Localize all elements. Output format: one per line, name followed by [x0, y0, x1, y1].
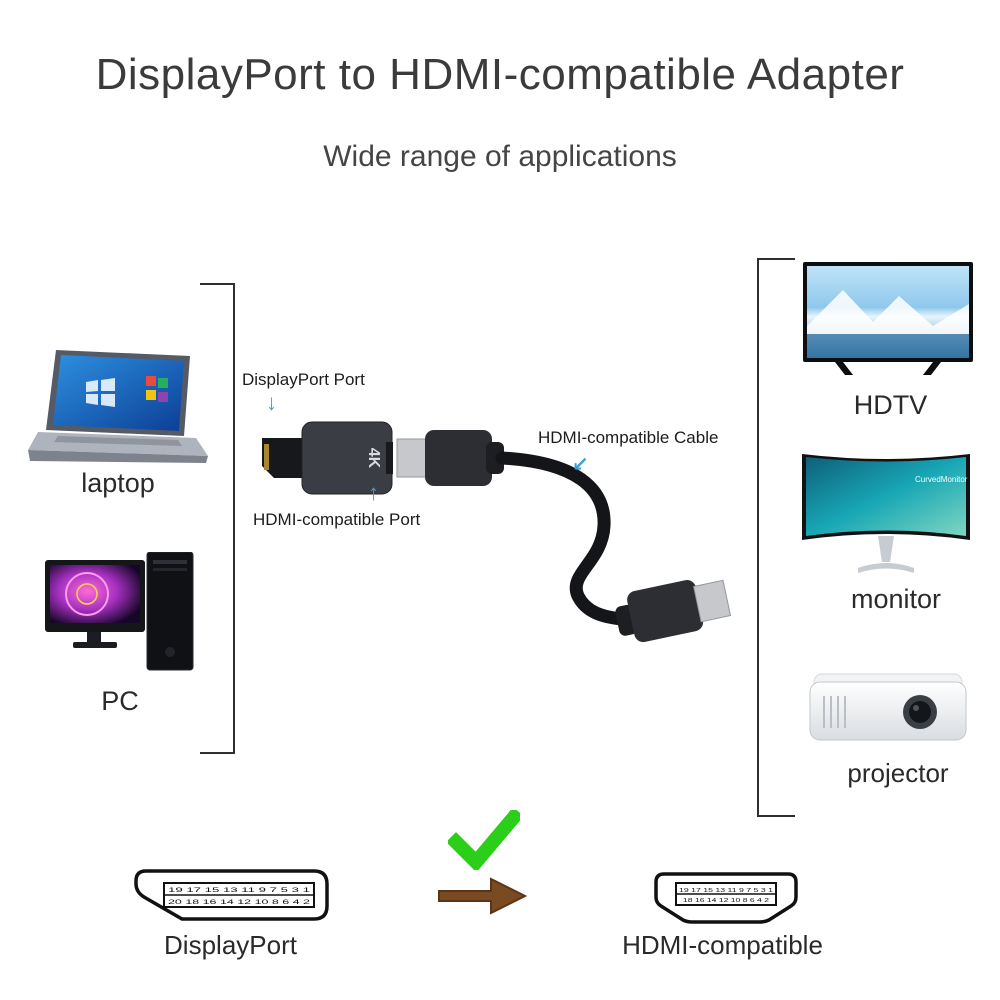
check-icon: [448, 810, 520, 870]
displayport-plug: [262, 438, 306, 478]
laptop-screen: [53, 355, 184, 431]
hdmi-connector-label: HDMI-compatible: [622, 930, 823, 960]
adapter-body: 4K: [301, 421, 393, 495]
hdmi-cable-annotation: HDMI-compatible Cable: [538, 428, 719, 447]
arrow-up-icon: ↑: [368, 480, 379, 505]
pc-label: PC: [101, 686, 139, 716]
hdmi-connector-diagram: 19 17 15 13 11 9 7 5 3 1 18 16 14 12 10 …: [654, 872, 798, 924]
projector-label: projector: [847, 758, 949, 788]
curved-monitor-image: CurvedMonitor: [802, 454, 970, 573]
hdmi-pin-numbers-bottom: 18 16 14 12 10 8 6 4 2: [683, 898, 769, 904]
monitor-screen: [806, 457, 966, 536]
laptop-image: [28, 350, 208, 463]
hdtv-image: [803, 262, 973, 375]
hdmi-port-annotation: HDMI-compatible Port: [253, 510, 421, 529]
projector-image: [809, 673, 967, 741]
hdmi-cable-connector-b: [615, 579, 732, 643]
left-bracket: [200, 283, 235, 754]
page-title: DisplayPort to HDMI-compatible Adapter: [95, 50, 905, 99]
displayport-connector-label: DisplayPort: [164, 930, 297, 960]
hdmi-cable: [495, 451, 629, 626]
dp-pin-numbers-top: 19 17 15 13 11 9 7 5 3 1: [168, 888, 311, 894]
arrow-down-left-icon: ↙: [572, 454, 589, 476]
projector-body: [809, 681, 967, 741]
arrow-right-icon: [438, 877, 527, 915]
hdmi-pin-numbers-top: 19 17 15 13 11 9 7 5 3 1: [679, 888, 773, 894]
arrow-down-icon: ↓: [266, 390, 277, 415]
monitor-screen-text: CurvedMonitor: [915, 475, 968, 484]
adapter-and-cable-image: 4K: [262, 421, 732, 643]
right-bracket: [757, 258, 795, 817]
dp-pin-numbers-bottom: 20 18 16 14 12 10 8 6 4 2: [168, 900, 311, 906]
laptop-label: laptop: [81, 468, 155, 498]
pc-image: [45, 552, 194, 671]
displayport-connector-diagram: 19 17 15 13 11 9 7 5 3 1 20 18 16 14 12 …: [134, 869, 329, 921]
hdtv-label: HDTV: [853, 390, 928, 420]
adapter-4k-badge: 4K: [365, 448, 382, 469]
laptop-screen-tiles: [146, 376, 168, 402]
projector-vents: [823, 696, 846, 728]
page-subtitle: Wide range of applications: [323, 140, 677, 173]
monitor-label: monitor: [850, 584, 942, 614]
displayport-port-annotation: DisplayPort Port: [242, 370, 365, 389]
hdmi-cable-connector-a: [396, 430, 504, 486]
windows-logo-icon: [86, 378, 115, 407]
pc-tower: [146, 552, 194, 671]
